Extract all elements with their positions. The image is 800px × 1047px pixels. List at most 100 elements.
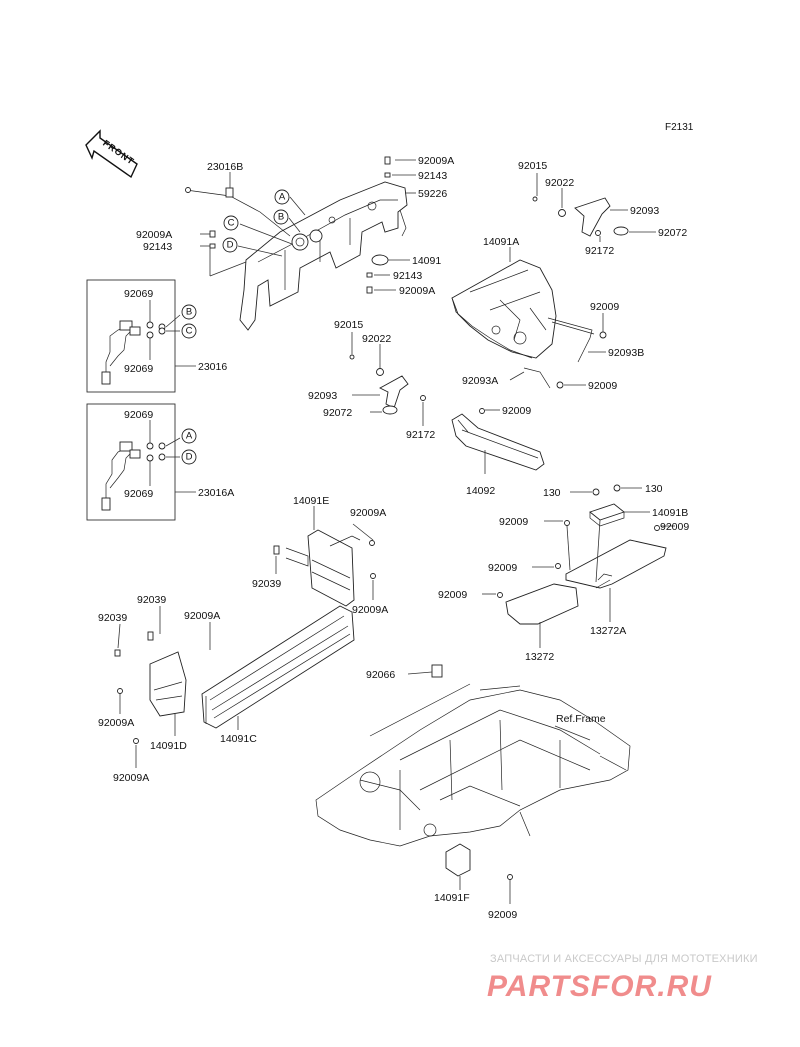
sensor-23016	[101, 320, 166, 385]
part-label-92009: 92009	[588, 380, 617, 392]
svg-text:D: D	[186, 452, 193, 463]
leader-lines	[407, 671, 591, 904]
part-label-92009a: 92009A	[350, 507, 386, 519]
part-label-13272: 13272	[525, 651, 554, 663]
part-label-14091b: 14091B	[652, 507, 688, 519]
sensor-box-23016a	[86, 403, 176, 521]
svg-text:B: B	[186, 307, 192, 318]
cover-14091e	[273, 529, 376, 607]
part-label-92039: 92039	[137, 594, 166, 606]
sensor-box-23016	[86, 279, 176, 393]
callout-a: A	[274, 189, 290, 205]
part-label-92009a: 92009A	[98, 717, 134, 729]
part-label-92009a: 92009A	[352, 604, 388, 616]
callout-c: C	[223, 215, 239, 231]
part-label-92015: 92015	[334, 319, 363, 331]
part-label-14091: 14091	[412, 255, 441, 267]
cover-14091a	[451, 259, 557, 359]
cover-14091d	[114, 631, 187, 744]
part-label-92093: 92093	[630, 205, 659, 217]
callout-b: B	[181, 304, 197, 320]
leader-lines	[351, 332, 424, 426]
leader-lines	[200, 159, 416, 291]
part-label-92009a: 92009A	[399, 285, 435, 297]
callout-b: B	[273, 209, 289, 225]
part-label-130: 130	[645, 483, 663, 495]
part-label-92093b: 92093B	[608, 347, 644, 359]
part-label-92015: 92015	[518, 160, 547, 172]
wire-23016b	[185, 187, 291, 237]
part-label-13272a: 13272A	[590, 625, 626, 637]
part-label-92172: 92172	[585, 245, 614, 257]
sensor-23016a	[101, 441, 166, 511]
part-label-92009: 92009	[499, 516, 528, 528]
watermark-logo: PARTSFOR.RU	[487, 970, 712, 1003]
part-label-92143: 92143	[418, 170, 447, 182]
part-label-92093a: 92093A	[462, 375, 498, 387]
svg-text:D: D	[227, 240, 234, 251]
cover-14091c	[201, 605, 355, 729]
part-label-14091f: 14091F	[434, 892, 470, 904]
rod-92093b	[547, 317, 595, 363]
leader-lines	[484, 409, 500, 474]
part-label-92009: 92009	[488, 909, 517, 921]
callout-d: D	[222, 237, 238, 253]
bracket-92093-right	[532, 196, 629, 237]
part-label-92093: 92093	[308, 390, 337, 402]
cover-14091f	[445, 843, 513, 880]
svg-text:B: B	[278, 212, 284, 223]
part-label-92009: 92009	[438, 589, 467, 601]
plate-14092	[451, 408, 545, 471]
figure-code: F2131	[665, 122, 694, 133]
part-label-130: 130	[543, 487, 561, 499]
part-label-92069: 92069	[124, 488, 153, 500]
leader-lines	[482, 487, 675, 648]
frame-ref	[315, 664, 631, 847]
bolt-icon	[556, 381, 564, 389]
leader-lines	[509, 247, 606, 386]
bolt-icon	[599, 331, 607, 339]
cover-14091b	[589, 503, 625, 527]
svg-text:A: A	[186, 431, 193, 442]
ref-frame-label: Ref.Frame	[556, 713, 606, 725]
part-label-92143: 92143	[143, 241, 172, 253]
svg-text:A: A	[279, 192, 286, 203]
part-label-23016: 23016	[198, 361, 227, 373]
part-label-14091e: 14091E	[293, 495, 329, 507]
part-label-23016a: 23016A	[198, 487, 234, 499]
svg-text:C: C	[186, 326, 193, 337]
leader-lines	[149, 420, 196, 493]
part-label-92009: 92009	[590, 301, 619, 313]
plate-13272a	[555, 520, 667, 589]
leader-lines	[117, 506, 374, 768]
part-label-92072: 92072	[323, 407, 352, 419]
part-label-92009a: 92009A	[418, 155, 454, 167]
callout-d: D	[181, 449, 197, 465]
part-label-92009: 92009	[502, 405, 531, 417]
part-label-92069: 92069	[124, 409, 153, 421]
part-label-92039: 92039	[98, 612, 127, 624]
leader-lines	[536, 173, 656, 242]
bolt-icon	[209, 156, 391, 294]
leader-lines	[149, 300, 196, 367]
front-arrow-icon: FRONT	[85, 129, 138, 179]
bracket-92093-middle	[349, 354, 426, 415]
part-label-92022: 92022	[362, 333, 391, 345]
part-label-92009a: 92009A	[184, 610, 220, 622]
part-label-92072: 92072	[658, 227, 687, 239]
watermark-tagline: ЗАПЧАСТИ И АКСЕССУАРЫ ДЛЯ МОТОТЕХНИКИ	[490, 953, 758, 965]
callout-a: A	[181, 428, 197, 444]
part-label-92143: 92143	[393, 270, 422, 282]
plate-13272	[497, 583, 579, 625]
part-label-14091d: 14091D	[150, 740, 187, 752]
part-label-92069: 92069	[124, 363, 153, 375]
part-label-92039: 92039	[252, 578, 281, 590]
part-label-92069: 92069	[124, 288, 153, 300]
svg-text:C: C	[228, 218, 235, 229]
part-label-92009: 92009	[488, 562, 517, 574]
part-label-92009a: 92009A	[136, 229, 172, 241]
part-label-23016b: 23016B	[207, 161, 243, 173]
rod-92093a	[523, 367, 551, 389]
part-label-92066: 92066	[366, 669, 395, 681]
